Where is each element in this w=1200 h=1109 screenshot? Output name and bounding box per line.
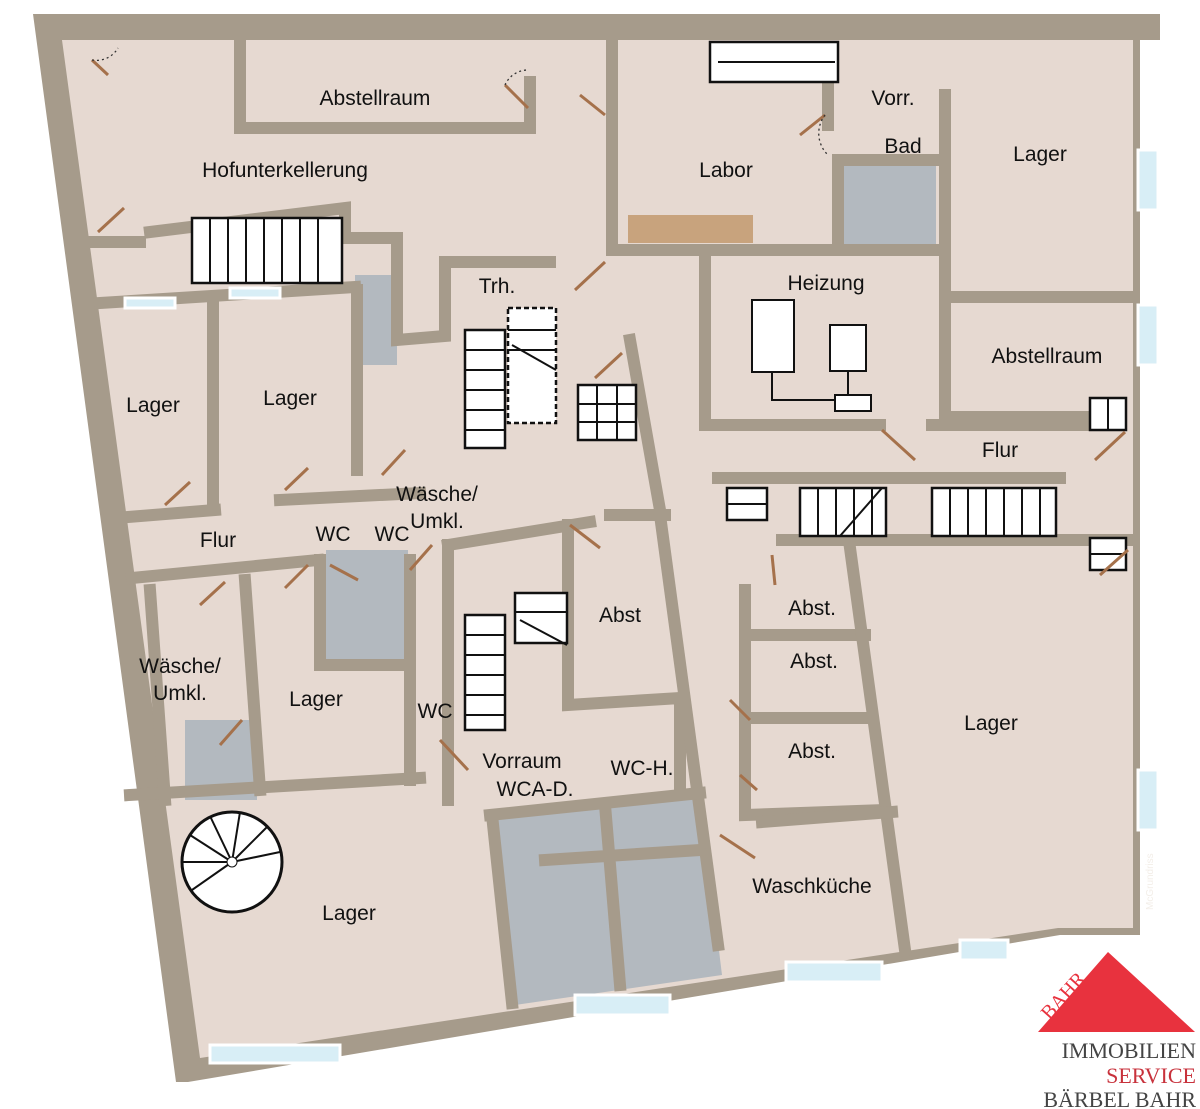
room-label: Abst. [790, 650, 838, 673]
room-label: WCA-D. [497, 778, 574, 801]
room-label: Wäsche/ [396, 483, 478, 506]
room-label: Abst. [788, 740, 836, 763]
room-label: Umkl. [153, 682, 207, 705]
logo-line-2: SERVICE [1106, 1063, 1196, 1088]
stairs [180, 40, 1128, 914]
stair-flur-3 [930, 486, 1058, 538]
room-label: Lager [322, 902, 376, 925]
room-label: Wäsche/ [139, 655, 221, 678]
room-label: Vorr. [871, 87, 914, 110]
stair-trh-2 [506, 306, 558, 425]
stair-small-2 [1088, 536, 1128, 572]
stair-hof [190, 216, 344, 285]
room-label: Abstellraum [992, 345, 1103, 368]
room-label: Hofunterkellerung [202, 159, 368, 182]
room-label: Heizung [787, 272, 864, 295]
room-label: Bad [884, 135, 921, 158]
room-label: Lager [263, 387, 317, 410]
room-label: Umkl. [410, 510, 464, 533]
room-label: Labor [699, 159, 753, 182]
stair-trh-3 [576, 383, 638, 442]
room-label: WC [316, 523, 351, 546]
stair-center-1 [463, 613, 507, 732]
room-label: Lager [1013, 143, 1067, 166]
room-label: WC [375, 523, 410, 546]
watermark: McGrundriss [1145, 853, 1156, 910]
spiral-stair [180, 810, 284, 914]
stair-flur-2 [798, 486, 888, 538]
room-label: Flur [200, 529, 236, 552]
stair-trh-1 [463, 328, 507, 450]
room-label: Abst [599, 604, 641, 627]
company-logo: BAHR IMMOBILIEN SERVICE BÄRBEL BAHR [1037, 952, 1197, 1109]
interior-walls [86, 34, 1139, 1010]
stair-center-2 [513, 591, 569, 646]
room-labels: Abstellraum Hofunterkellerung Labor Vorr… [126, 87, 1102, 925]
doors [90, 47, 1129, 860]
room-label: Abstellraum [320, 87, 431, 110]
room-label: WC-H. [611, 757, 674, 780]
room-label: Vorraum [482, 750, 561, 773]
room-label: WC [418, 700, 453, 723]
stair-flur-1 [725, 486, 769, 522]
heating-units [751, 299, 872, 412]
room-label: Lager [126, 394, 180, 417]
room-label: Lager [289, 688, 343, 711]
room-label: Waschküche [752, 875, 871, 898]
room-label: Trh. [479, 275, 516, 298]
room-label: Flur [982, 439, 1018, 462]
logo-line-1: IMMOBILIEN [1062, 1038, 1197, 1063]
stair-small-1 [1088, 396, 1128, 432]
windows [123, 148, 1160, 1065]
logo-line-3: BÄRBEL BAHR [1043, 1087, 1196, 1109]
lab-counter [628, 215, 753, 243]
room-label: Lager [964, 712, 1018, 735]
stair-labor [708, 40, 840, 84]
room-label: Abst. [788, 597, 836, 620]
